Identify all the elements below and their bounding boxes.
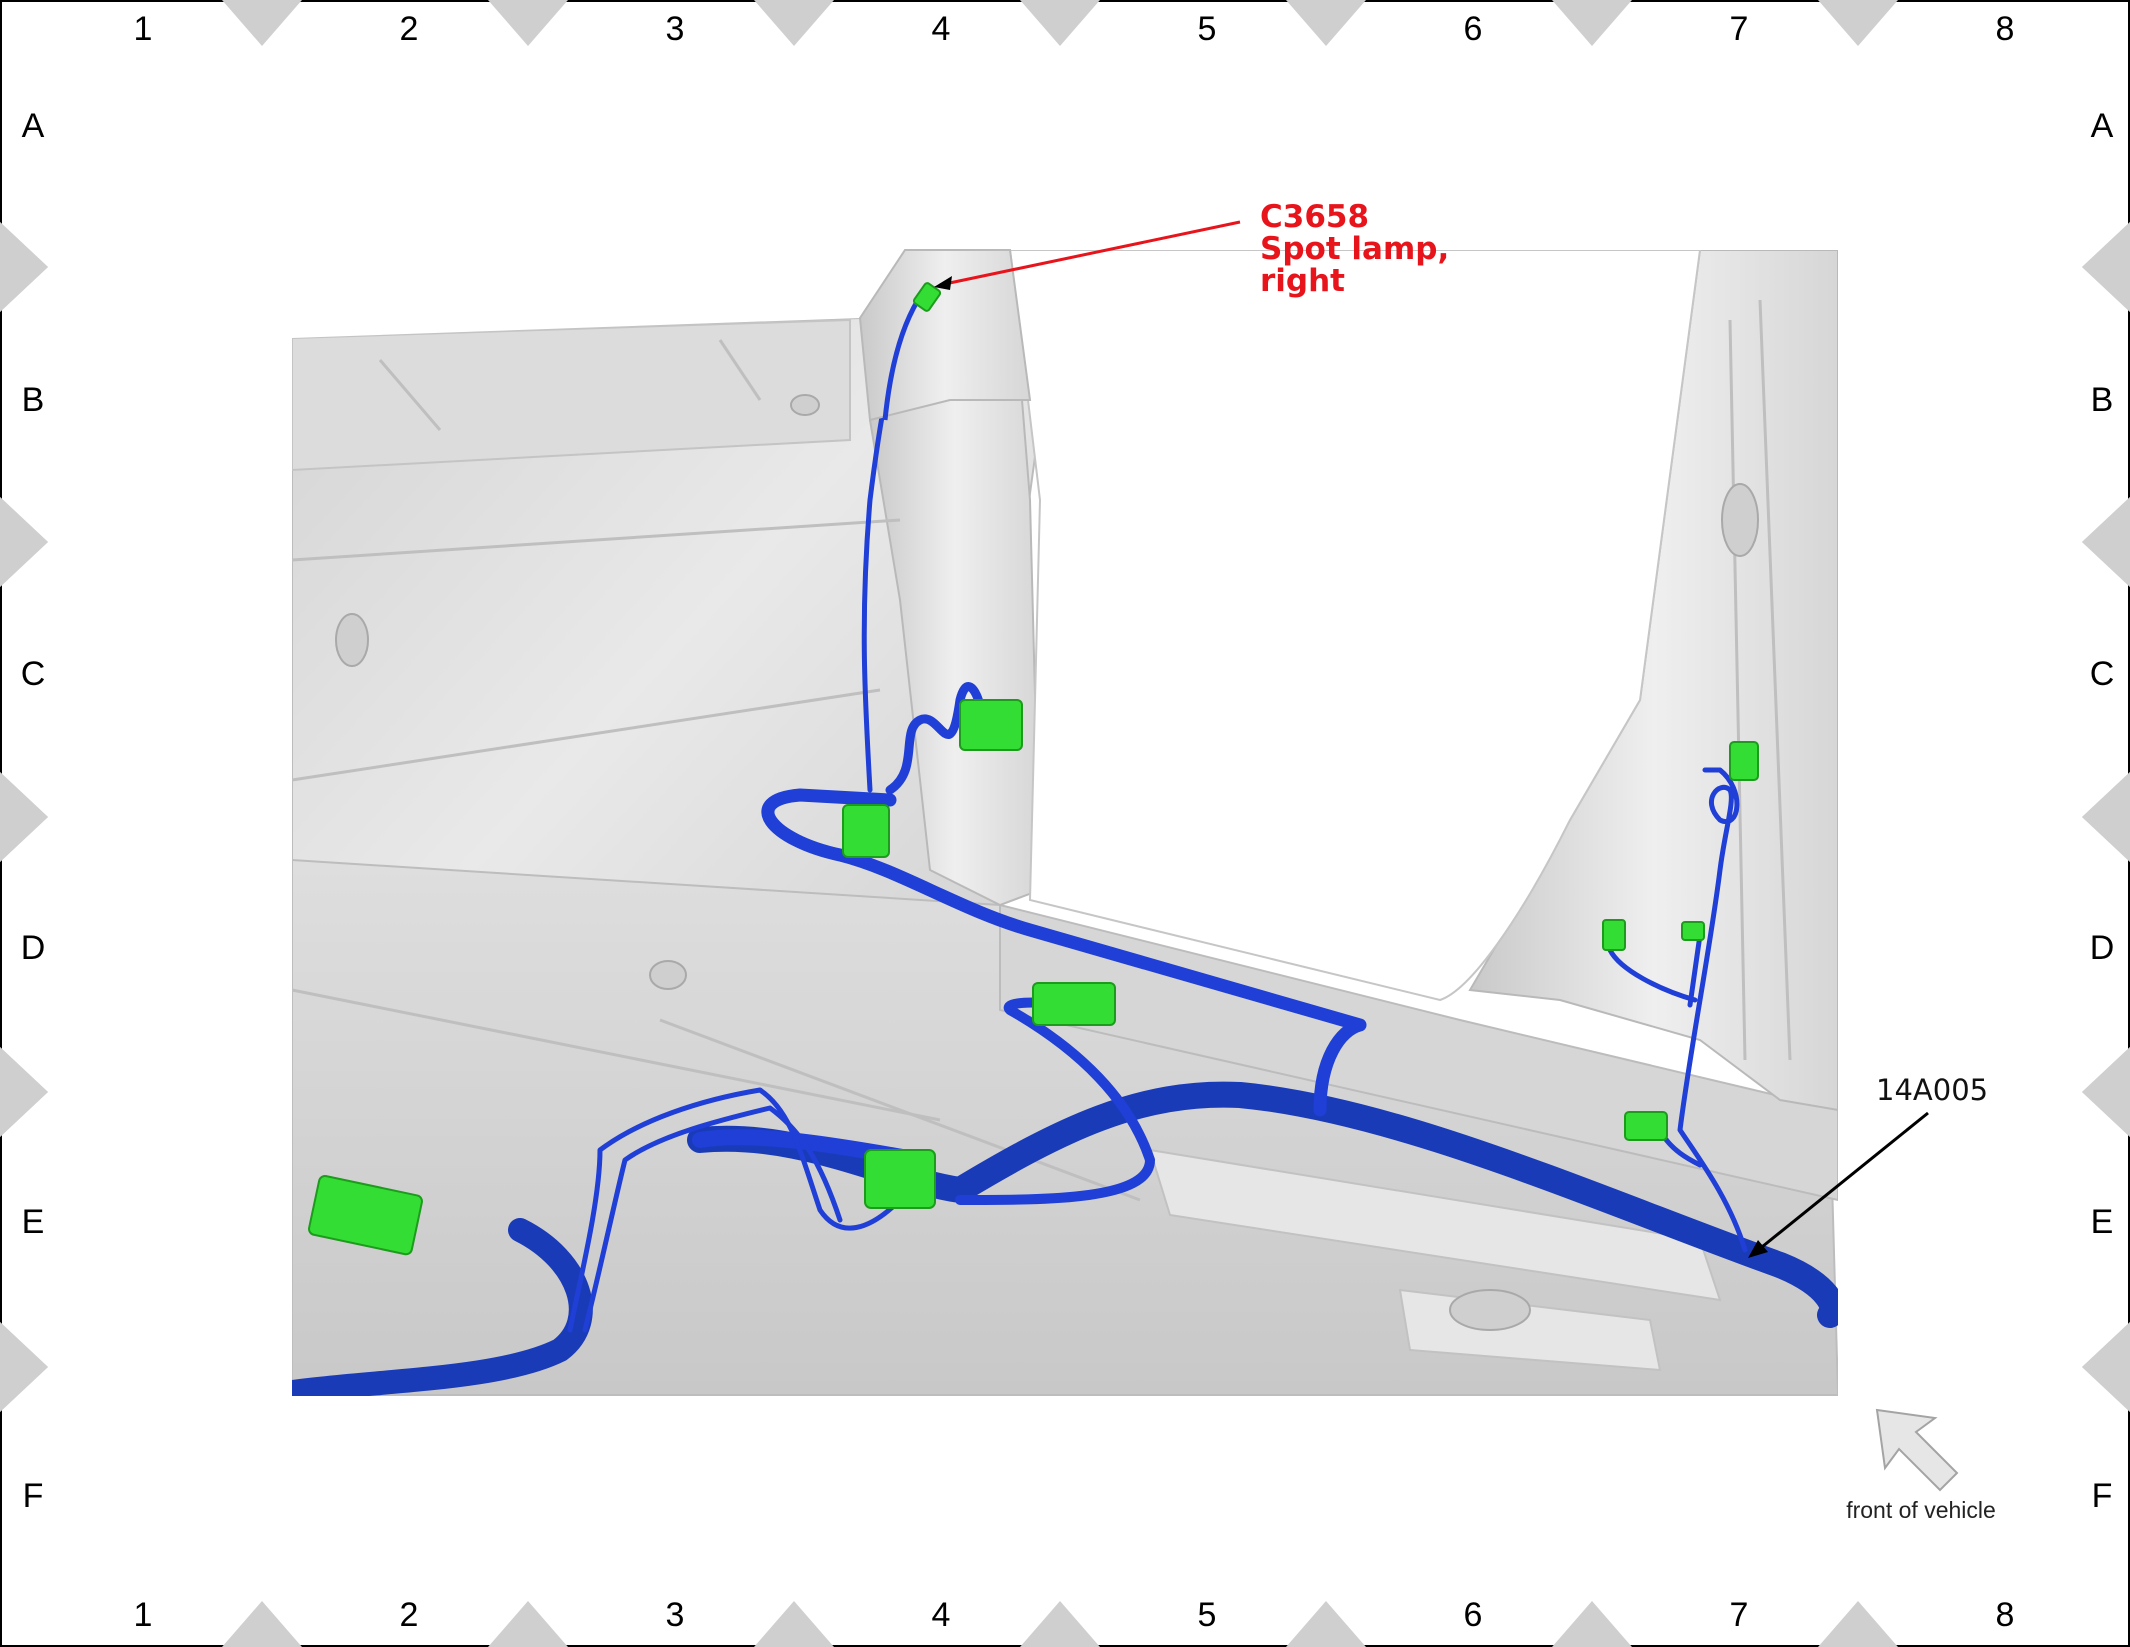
harness-branch-centre: [955, 997, 1155, 1205]
connector: [1681, 921, 1705, 941]
harness-main-trunk: [280, 1218, 593, 1404]
harness-to-spot-lamp: [882, 298, 921, 421]
door-opening: [1008, 249, 1702, 1002]
row-label-f: F: [2092, 1477, 2113, 1515]
leader-line-c3658: [939, 220, 1241, 287]
row-label-d: D: [2090, 929, 2115, 967]
harness-id-label: 14A005: [1876, 1073, 1988, 1107]
harness-thin-branch: [582, 1105, 843, 1333]
illustration-crop-mask: [50, 50, 2080, 1595]
col-label-7: 7: [1730, 1596, 1749, 1634]
connector: [1032, 982, 1116, 1026]
col-label-3: 3: [666, 10, 685, 48]
col-label-6: 6: [1464, 10, 1483, 48]
harness-upper-branch: [761, 788, 1367, 1117]
connector-description-line1: Spot lamp,: [1260, 231, 1449, 267]
panel-holes: [335, 394, 1759, 1331]
connector: [1602, 919, 1626, 951]
connector-c3658: [912, 282, 942, 312]
harness-thin-branch: [567, 1087, 903, 1333]
col-label-3: 3: [666, 1596, 685, 1634]
connector: [308, 1174, 423, 1256]
col-label-2: 2: [400, 1596, 419, 1634]
connector-description-line2: right: [1260, 263, 1345, 299]
col-label-7: 7: [1730, 10, 1749, 48]
connector: [1729, 741, 1759, 781]
harness-loop: [885, 682, 988, 795]
row-label-f: F: [23, 1477, 44, 1515]
col-label-6: 6: [1464, 1596, 1483, 1634]
floor-ribs: [1148, 1148, 1722, 1372]
grid-column-labels-bottom: 1 2 3 4 5 6 7 8: [134, 1596, 2015, 1634]
col-label-4: 4: [932, 1596, 951, 1634]
connector: [842, 804, 890, 858]
leader-arrowhead: [934, 276, 952, 290]
panel-details: [291, 299, 1792, 1202]
col-label-8: 8: [1996, 1596, 2015, 1634]
harness-front-pillar: [1677, 767, 1748, 1253]
row-label-b: B: [2091, 381, 2114, 419]
row-label-a: A: [2091, 107, 2114, 145]
row-label-a: A: [22, 107, 45, 145]
harness-front-pillar-branch: [1607, 932, 1703, 1008]
arrow-up-left-icon: [1875, 1408, 1959, 1492]
leader-line-14a005: [1751, 1111, 1929, 1257]
grid-column-labels-top: 1 2 3 4 5 6 7 8: [134, 10, 2015, 48]
grid-row-labels-right: A B C D E F: [2090, 107, 2115, 1515]
connector: [1624, 1111, 1668, 1141]
callout-c3658: C3658 Spot lamp, right: [934, 199, 1449, 299]
col-label-8: 8: [1996, 10, 2015, 48]
connector: [864, 1149, 936, 1209]
leader-arrowhead: [1748, 1240, 1768, 1258]
col-label-4: 4: [932, 10, 951, 48]
row-label-e: E: [2091, 1203, 2114, 1241]
row-label-d: D: [21, 929, 46, 967]
col-label-5: 5: [1198, 1596, 1217, 1634]
row-label-b: B: [22, 381, 45, 419]
front-of-vehicle-label: front of vehicle: [1846, 1497, 1996, 1523]
b-pillar-top: [858, 249, 1032, 422]
front-of-vehicle-indicator: front of vehicle: [1846, 1408, 1996, 1523]
col-label-2: 2: [400, 10, 419, 48]
harness-connectors: [308, 282, 1759, 1256]
col-label-1: 1: [134, 1596, 153, 1634]
col-label-5: 5: [1198, 10, 1217, 48]
col-label-1: 1: [134, 10, 153, 48]
grid-edge-markers: [0, 222, 2130, 1412]
connector: [959, 699, 1023, 751]
row-label-e: E: [22, 1203, 45, 1241]
connector-id-label: C3658: [1260, 199, 1369, 235]
callout-14a005: 14A005: [1748, 1073, 1988, 1258]
row-label-c: C: [2090, 655, 2115, 693]
row-label-c: C: [21, 655, 46, 693]
grid-row-labels-left: A B C D E F: [21, 107, 46, 1515]
